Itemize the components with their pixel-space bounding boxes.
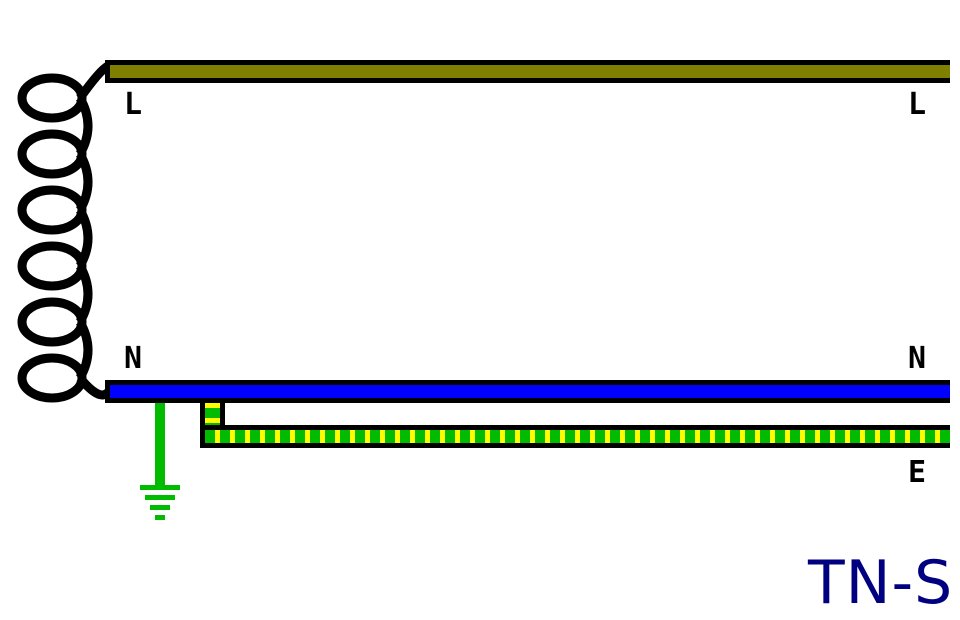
line-label-left: L [124,87,143,122]
earth-conductor [200,425,950,448]
line-conductor [105,60,950,83]
earth-conductor-fill [205,430,950,443]
line-label-right: L [908,87,927,122]
transformer-coil-icon [17,61,112,403]
system-type-title: TN-S [808,548,954,618]
neutral-label-left: N [124,341,143,376]
neutral-conductor [105,380,950,403]
line-conductor-fill [110,65,950,78]
neutral-label-right: N [908,341,927,376]
neutral-conductor-fill [110,385,950,398]
ground-icon [140,403,180,520]
earth-label-right: E [908,455,927,490]
